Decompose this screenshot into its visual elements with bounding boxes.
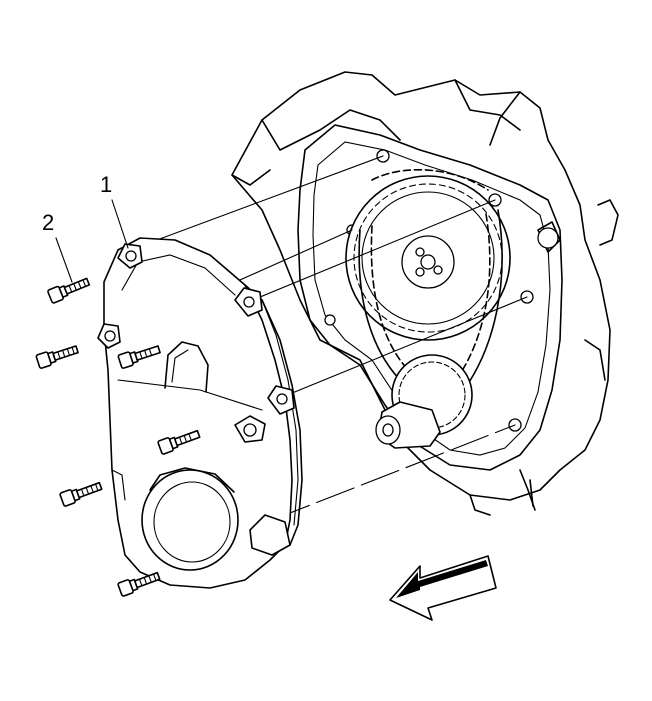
cover-bolt	[47, 277, 91, 304]
cover-bolt	[117, 571, 161, 597]
crankshaft-nose	[375, 401, 441, 449]
cover-bolt	[157, 429, 201, 455]
callout-2: 2	[42, 210, 73, 283]
callout-1-label: 1	[100, 172, 112, 197]
timing-chain-cover	[97, 237, 303, 589]
cover-bolt	[59, 481, 103, 507]
crank-seal-opening	[141, 467, 239, 571]
callout-2-label: 2	[42, 210, 54, 235]
cover-bolt	[35, 345, 79, 369]
direction-arrow	[389, 555, 497, 621]
timing-chain	[358, 168, 503, 396]
engine-block-front	[231, 71, 619, 516]
camshaft-sprocket	[345, 175, 511, 341]
cover-bolts	[35, 277, 201, 597]
cover-bolt	[117, 345, 161, 369]
callout-1: 1	[100, 172, 129, 249]
